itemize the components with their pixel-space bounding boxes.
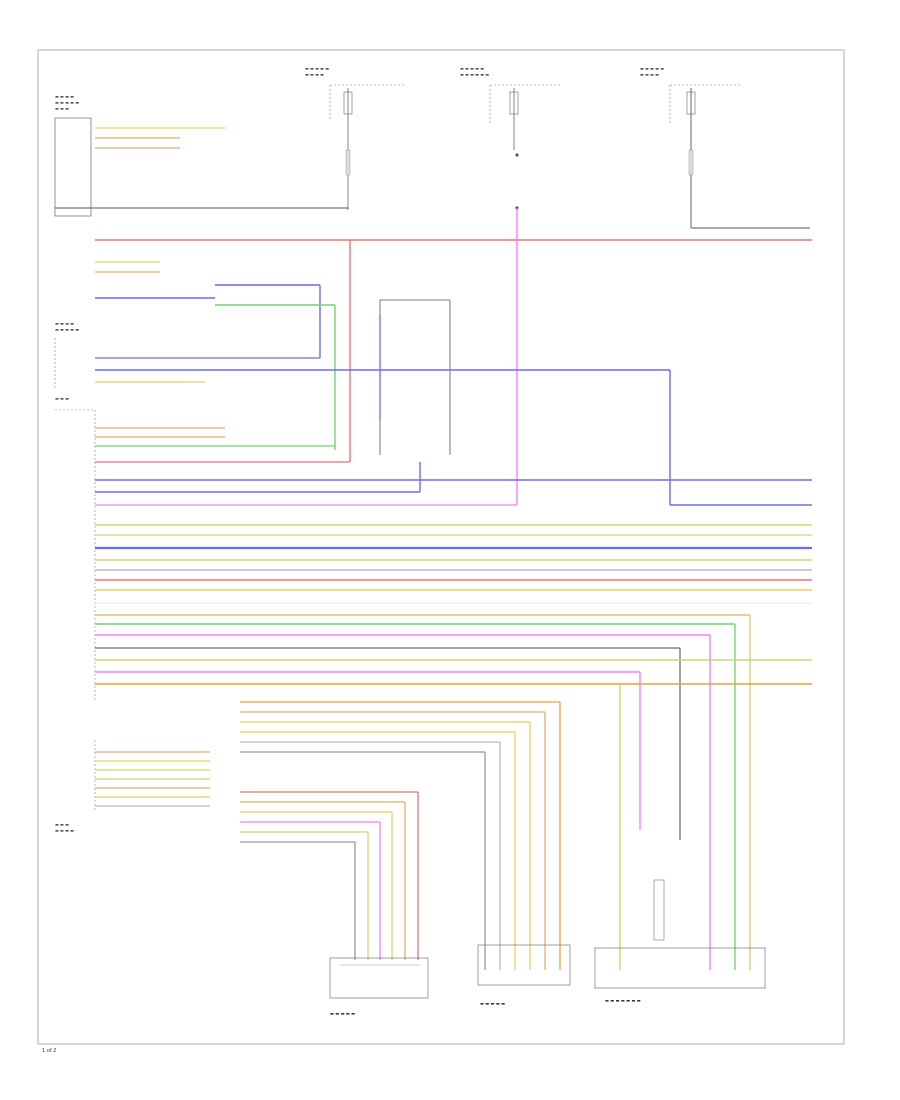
upper-wires <box>95 127 812 505</box>
left-lower-wires <box>95 751 210 807</box>
bottom-component-center <box>477 944 571 986</box>
svg-text:▬ ▬ ▬ ▬: ▬ ▬ ▬ ▬ <box>640 72 659 77</box>
svg-text:▬ ▬ ▬ ▬ ▬: ▬ ▬ ▬ ▬ ▬ <box>305 66 329 71</box>
lower-connector-block <box>240 791 419 960</box>
svg-text:▬ ▬ ▬ ▬ ▬: ▬ ▬ ▬ ▬ ▬ <box>640 66 664 71</box>
bottom-component-right <box>594 879 766 989</box>
svg-text:▬ ▬ ▬ ▬ ▬: ▬ ▬ ▬ ▬ ▬ <box>55 100 79 105</box>
main-harness <box>95 427 812 970</box>
bottom-component-left <box>329 957 429 999</box>
fuse-box-right <box>669 84 810 229</box>
svg-text:▬ ▬ ▬ ▬ ▬: ▬ ▬ ▬ ▬ ▬ <box>480 1001 505 1006</box>
svg-text:▬ ▬ ▬ ▬ ▬ ▬ ▬: ▬ ▬ ▬ ▬ ▬ ▬ ▬ <box>605 998 641 1003</box>
small-labels: ▬ ▬ ▬ ▬ ▬ ▬ ▬ ▬ ▬ ▬ ▬ ▬ ▬ ▬ ▬ ▬ ▬ ▬ ▬ ▬ … <box>55 66 664 1016</box>
svg-text:▬ ▬ ▬ ▬: ▬ ▬ ▬ ▬ <box>55 321 74 326</box>
svg-text:▬ ▬ ▬ ▬ ▬ ▬: ▬ ▬ ▬ ▬ ▬ ▬ <box>460 72 489 77</box>
svg-text:▬ ▬ ▬: ▬ ▬ ▬ <box>55 396 69 401</box>
svg-text:▬ ▬ ▬ ▬: ▬ ▬ ▬ ▬ <box>305 72 324 77</box>
svg-text:▬ ▬ ▬ ▬: ▬ ▬ ▬ ▬ <box>55 828 74 833</box>
svg-text:▬ ▬ ▬ ▬ ▬: ▬ ▬ ▬ ▬ ▬ <box>330 1011 355 1016</box>
diagram-frame <box>37 49 845 1045</box>
svg-text:▬ ▬ ▬ ▬ ▬: ▬ ▬ ▬ ▬ ▬ <box>460 66 484 71</box>
svg-text:▬ ▬ ▬ ▬ ▬: ▬ ▬ ▬ ▬ ▬ <box>55 327 79 332</box>
svg-text:▬ ▬ ▬ ▬: ▬ ▬ ▬ ▬ <box>55 94 74 99</box>
left-module-bottom <box>55 409 96 810</box>
left-module-top <box>54 117 92 217</box>
fuse-box-center <box>489 84 560 210</box>
page-footer-label: 1 of 2 <box>42 1048 56 1054</box>
fuse-box-left <box>55 84 405 210</box>
svg-text:▬ ▬ ▬: ▬ ▬ ▬ <box>55 822 69 827</box>
svg-text:▬ ▬ ▬: ▬ ▬ ▬ <box>55 106 69 111</box>
center-connector-block <box>240 701 561 970</box>
